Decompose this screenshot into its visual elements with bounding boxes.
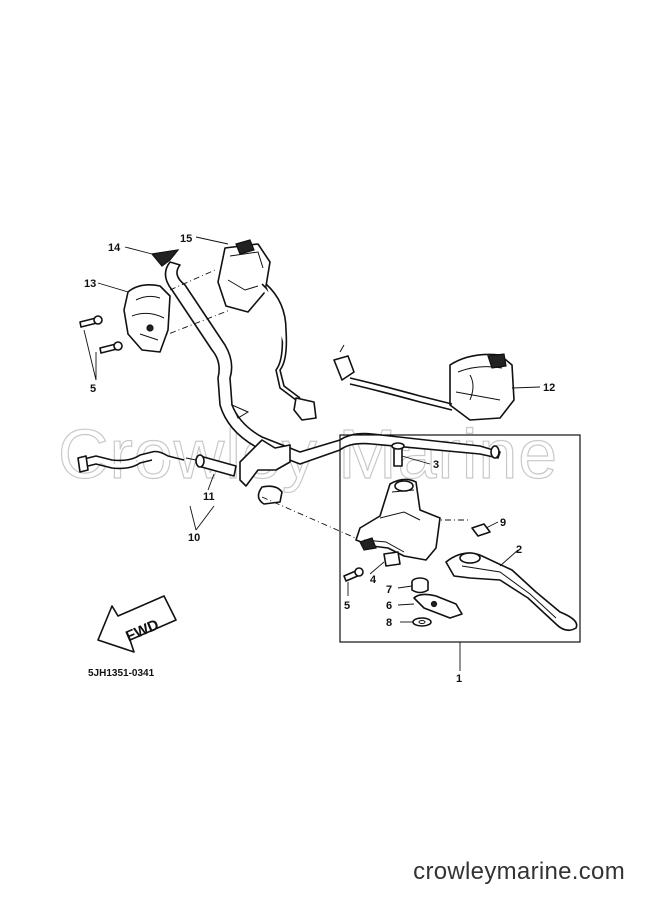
callout-4: 4 bbox=[370, 574, 377, 586]
part-15-switch-housing bbox=[217, 239, 317, 421]
part-5-screws-upper bbox=[79, 315, 123, 354]
callout-5-lower: 5 bbox=[344, 600, 350, 612]
part-14-clip bbox=[150, 249, 180, 267]
callout-leaders bbox=[83, 236, 541, 671]
part-5-screw-lower bbox=[343, 567, 364, 582]
callout-2: 2 bbox=[516, 544, 522, 556]
part-6-cam-plate bbox=[413, 593, 463, 619]
part-2-lever bbox=[445, 552, 578, 632]
callout-7: 7 bbox=[386, 584, 392, 596]
callout-13: 13 bbox=[84, 278, 96, 290]
callout-14: 14 bbox=[108, 242, 121, 254]
part-13-housing-cover bbox=[123, 284, 171, 353]
footer-site-url: crowleymarine.com bbox=[413, 858, 625, 885]
part-9-clip bbox=[471, 523, 491, 537]
part-7-collar bbox=[411, 577, 429, 594]
diagram-code: 5JH1351-0341 bbox=[88, 668, 155, 679]
callout-10: 10 bbox=[188, 532, 200, 544]
part-12-right-housing bbox=[333, 344, 515, 421]
part-3-bolt bbox=[391, 442, 405, 467]
callout-6: 6 bbox=[386, 600, 392, 612]
callout-11: 11 bbox=[203, 491, 215, 503]
callout-1: 1 bbox=[456, 673, 462, 685]
part-4-nut bbox=[383, 551, 401, 567]
handlebar-tube bbox=[164, 261, 501, 505]
part-10-11-wire-lead bbox=[77, 450, 237, 477]
callout-12: 12 bbox=[543, 382, 555, 394]
fwd-arrow: FWD bbox=[97, 595, 177, 653]
callout-3: 3 bbox=[433, 459, 439, 471]
callout-9: 9 bbox=[500, 517, 506, 529]
callout-5-upper: 5 bbox=[90, 383, 96, 395]
callout-15: 15 bbox=[180, 233, 192, 245]
part-1-lever-bracket bbox=[355, 478, 441, 561]
callout-8: 8 bbox=[386, 617, 392, 629]
part-8-washer bbox=[412, 617, 432, 627]
